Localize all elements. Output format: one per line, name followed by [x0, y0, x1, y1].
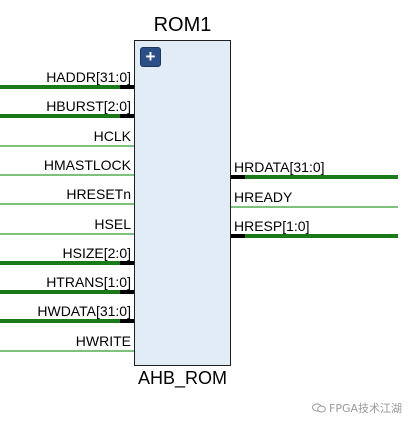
port-label-hmastlock: HMASTLOCK: [43, 157, 131, 173]
expand-icon[interactable]: +: [140, 47, 161, 67]
block-title: ROM1: [153, 14, 212, 36]
port-label-hclk: HCLK: [93, 128, 131, 144]
block-type-label: AHB_ROM: [137, 368, 227, 388]
watermark: FPGA技术江湖: [312, 400, 402, 416]
port-label-hwrite: HWRITE: [75, 333, 131, 349]
port-label-hrdata: HRDATA[31:0]: [234, 159, 325, 175]
port-label-haddr: HADDR[31:0]: [46, 69, 131, 85]
port-label-hwdata: HWDATA[31:0]: [37, 303, 131, 319]
port-label-hsel: HSEL: [94, 216, 131, 232]
port-label-htrans: HTRANS[1:0]: [46, 274, 131, 290]
rom-block[interactable]: [134, 40, 231, 366]
port-label-hresp: HRESP[1:0]: [234, 218, 310, 234]
port-label-hresetn: HRESETn: [66, 186, 131, 202]
port-label-hready: HREADY: [234, 189, 293, 205]
wechat-icon: [312, 403, 326, 413]
port-label-hsize: HSIZE[2:0]: [62, 245, 131, 261]
watermark-text: FPGA技术江湖: [329, 402, 403, 415]
port-label-hburst: HBURST[2:0]: [46, 98, 131, 114]
